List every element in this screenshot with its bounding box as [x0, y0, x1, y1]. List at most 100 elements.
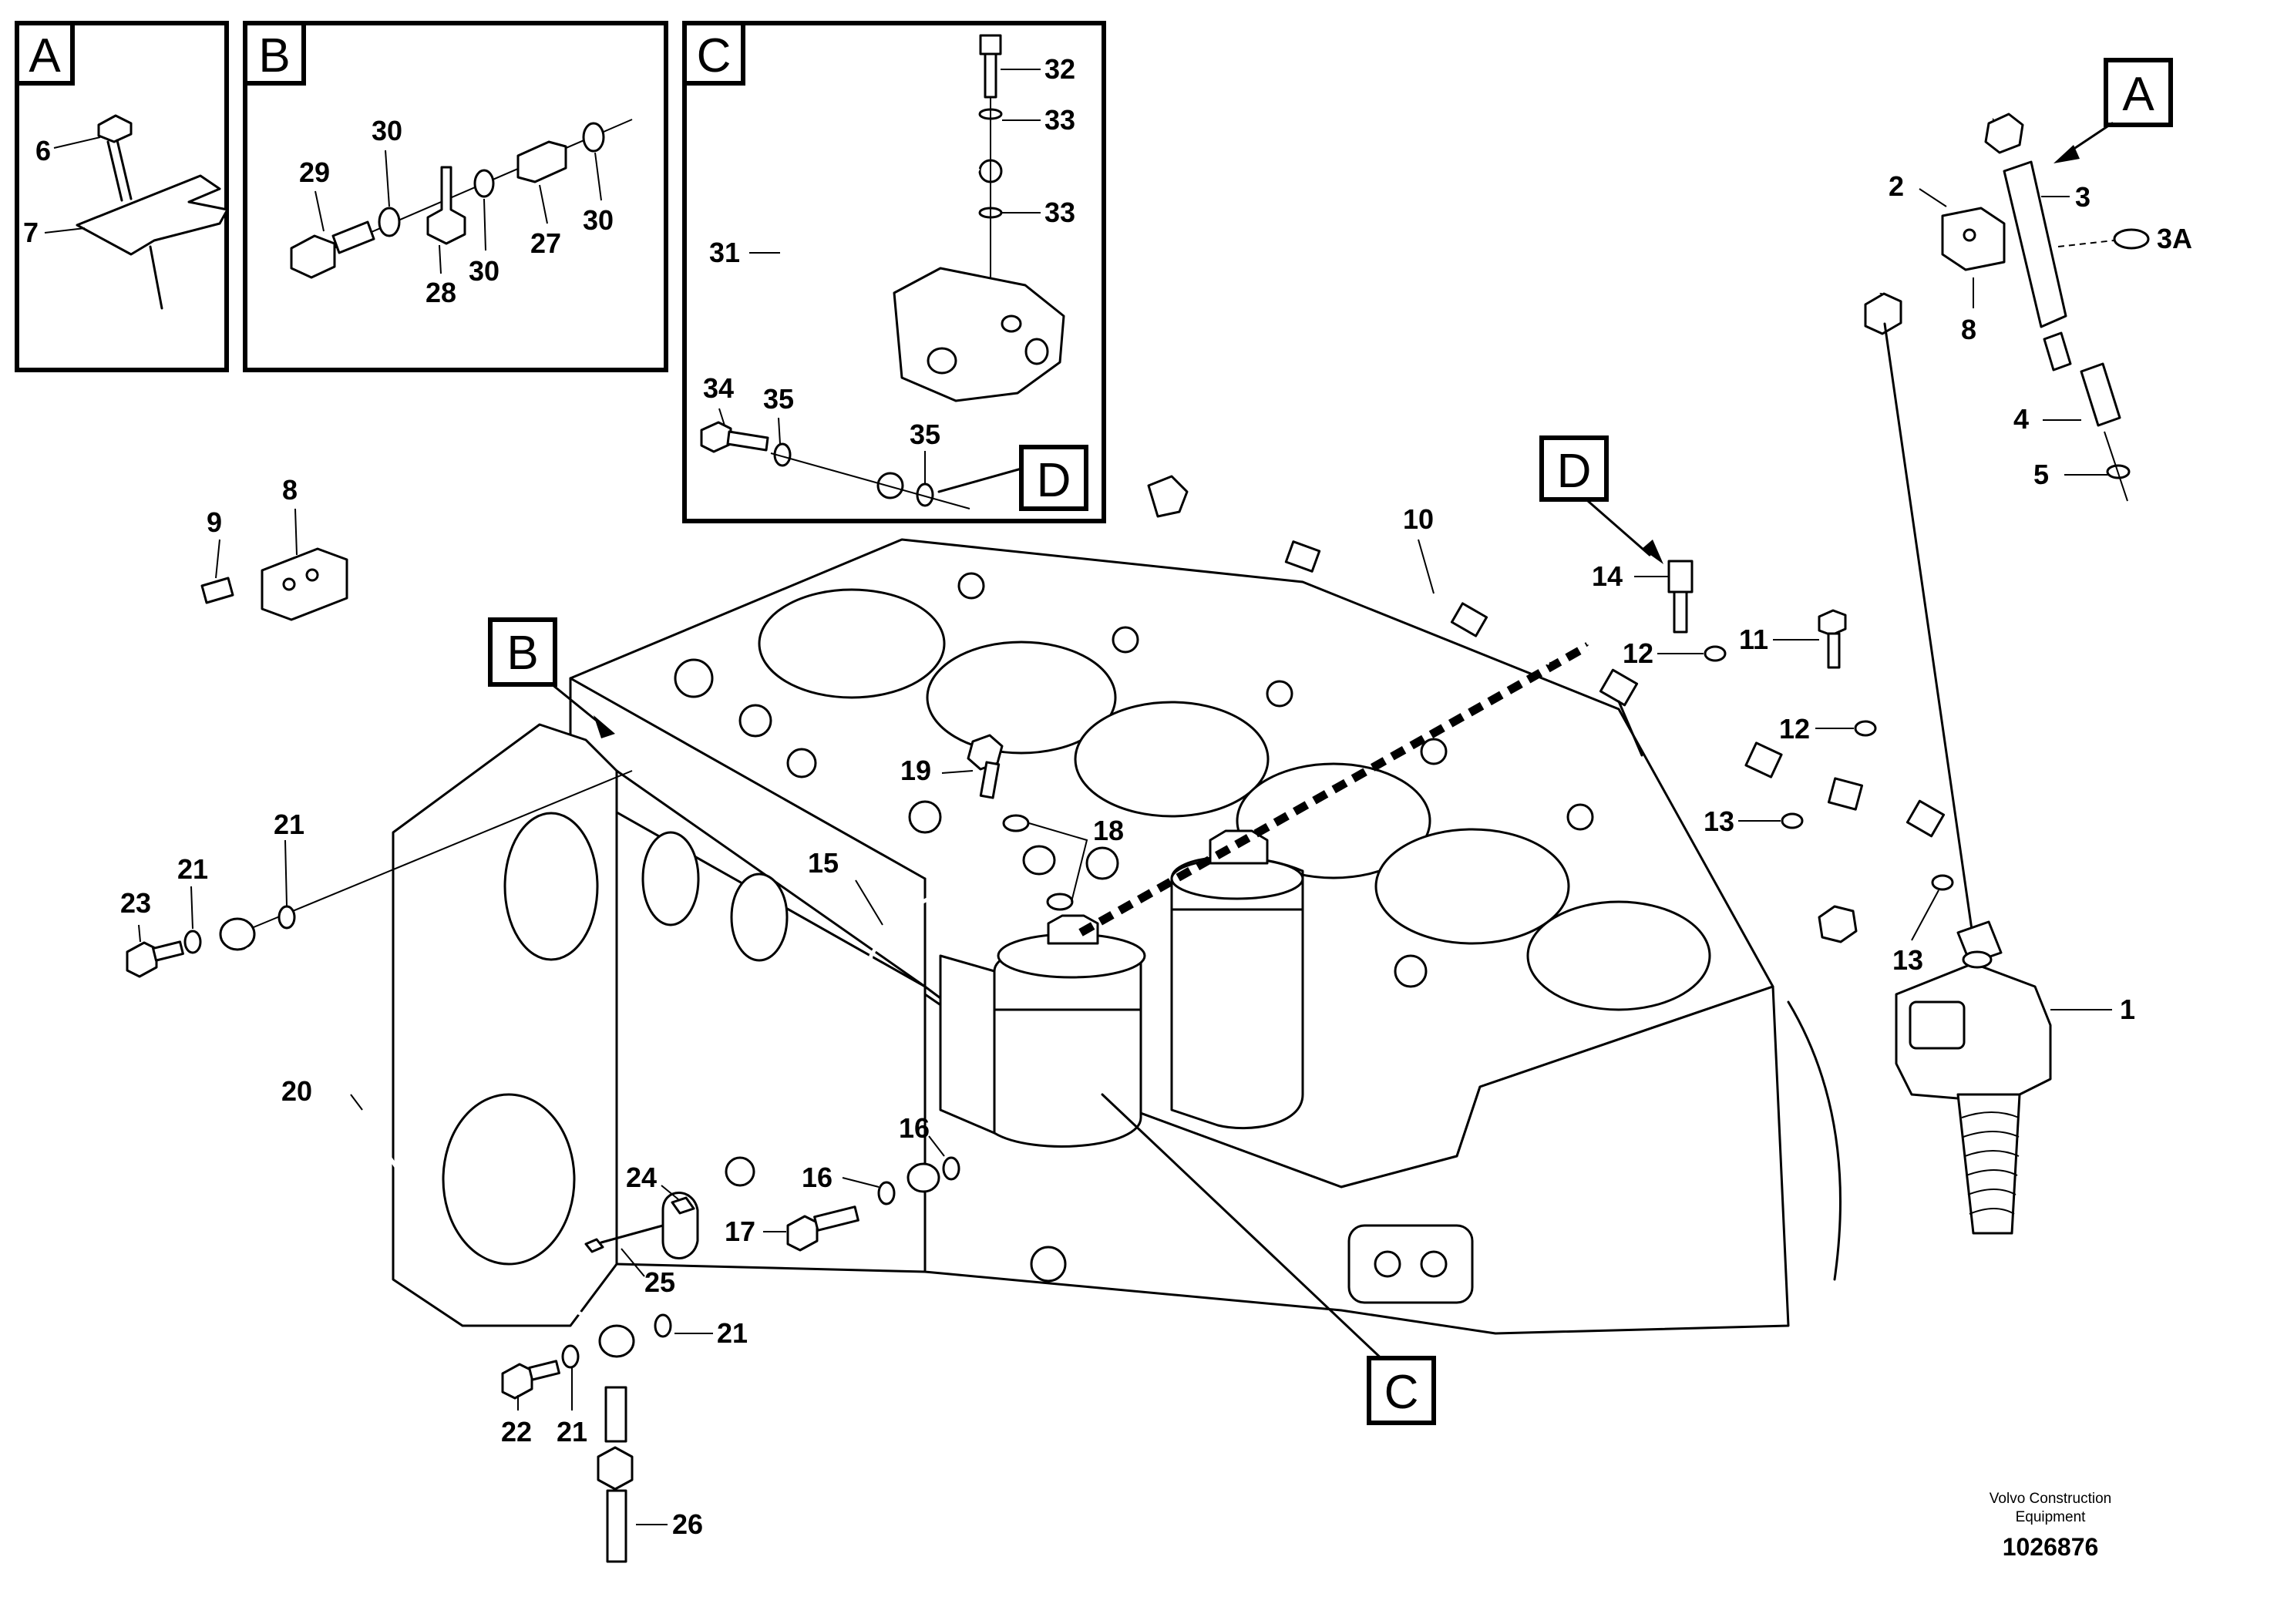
banjo-bolt-14-shank — [1673, 590, 1688, 634]
callout-22: 22 — [501, 1416, 532, 1447]
clamp-24-tab — [671, 1196, 695, 1215]
callout-28: 28 — [426, 277, 456, 308]
engine-block — [392, 538, 1842, 1335]
deck-hole — [1420, 738, 1448, 765]
leader-34 — [718, 408, 725, 426]
rail-clamp — [1599, 668, 1639, 707]
view-marker-c-box — [1367, 1356, 1436, 1425]
clip-7 — [76, 174, 229, 256]
callout-8a: 8 — [1961, 314, 1976, 345]
leader-30b — [483, 198, 486, 251]
callout-25: 25 — [644, 1266, 675, 1298]
inset-b: B 29 30 28 30 27 30 — [243, 21, 668, 372]
leader-19 — [941, 770, 974, 774]
view-marker-d: D — [1539, 435, 1663, 564]
spring-coil — [1961, 1111, 2020, 1215]
bolt-23-shank — [152, 940, 184, 962]
callout-33b: 33 — [1044, 197, 1075, 228]
leader-7 — [44, 227, 86, 234]
callout-32: 32 — [1044, 53, 1075, 85]
callout-13a: 13 — [1704, 805, 1734, 837]
filter-rear-cap — [1170, 857, 1304, 900]
leader-8b — [294, 508, 298, 556]
inset-a: A 6 7 — [15, 21, 229, 372]
filter-bracket — [939, 954, 996, 1135]
injector-3-tip — [2043, 331, 2072, 372]
rail-clamp — [1744, 741, 1783, 778]
bore-2 — [926, 641, 1117, 755]
bolt-17-shank — [813, 1205, 859, 1232]
bracket-hole — [305, 568, 319, 582]
inset-c-tag — [682, 21, 745, 86]
bore-4 — [1236, 762, 1431, 879]
callout-5: 5 — [2033, 459, 2049, 490]
leader-13b — [1911, 889, 1939, 941]
deck-hole — [1394, 954, 1428, 988]
view-marker-b-box — [488, 617, 557, 687]
unit-pump-1: 1 — [1895, 920, 2135, 1235]
leader-21b — [284, 839, 288, 906]
washer-30a — [378, 207, 401, 237]
callout-21d: 21 — [557, 1416, 587, 1447]
callout-20: 20 — [281, 1075, 312, 1107]
leader-35a — [778, 417, 781, 445]
leader-28 — [439, 244, 442, 274]
callout-6: 6 — [35, 135, 51, 166]
part-14: 14 — [1592, 560, 1694, 634]
bolt-32-shank — [984, 52, 997, 99]
filter-canister-rear — [1170, 856, 1304, 1130]
callout-11: 11 — [1739, 624, 1768, 655]
bolt-6-head — [97, 114, 133, 143]
callout-21b: 21 — [274, 809, 304, 840]
bracket-hole — [282, 577, 296, 591]
view-marker-b-arrow — [594, 715, 615, 738]
callout-3a: 3A — [2157, 223, 2192, 254]
block-right-edge — [1787, 1000, 1842, 1281]
callout-9: 9 — [207, 506, 222, 538]
seal-3a — [2113, 228, 2150, 250]
pump-connector — [1909, 1000, 1966, 1050]
deck-hole — [908, 800, 942, 834]
callout-17: 17 — [725, 1215, 755, 1247]
deck-hole — [957, 572, 985, 600]
callout-4: 4 — [2013, 403, 2029, 435]
washer-21a — [183, 930, 202, 954]
leader-6 — [53, 136, 101, 149]
deck-hole — [1085, 846, 1119, 880]
callout-31: 31 — [709, 237, 740, 268]
callout-21c: 21 — [717, 1317, 748, 1349]
filter-head-port-2 — [1024, 338, 1049, 365]
bore-3 — [1074, 701, 1270, 818]
leader-27 — [539, 184, 548, 224]
leader-30a — [385, 150, 390, 207]
pipe-15 — [846, 853, 1030, 1182]
footer: Volvo Construction Equipment 1026876 — [1990, 1491, 2111, 1561]
deck-hole — [786, 748, 817, 778]
injector-pipe-nut — [1984, 113, 2024, 154]
bore-1 — [758, 588, 946, 699]
callout-8b: 8 — [282, 474, 298, 506]
view-marker-a-arrow — [2054, 145, 2080, 163]
return-pipe-15: 18 19 15 16 16 17 — [725, 734, 1124, 1252]
callout-2: 2 — [1889, 170, 1904, 202]
inset-a-tag — [15, 21, 75, 86]
washer-21b — [278, 905, 296, 930]
parts-24-25: 24 25 — [584, 1162, 699, 1298]
callout-15: 15 — [808, 847, 839, 879]
inset-c-axis-2 — [770, 452, 970, 509]
pipe-10 — [1155, 491, 1550, 665]
block-side-bore-2 — [730, 873, 789, 962]
callout-30b: 30 — [469, 255, 500, 287]
fitting-26-shank — [606, 1489, 627, 1563]
rail-clamp — [1906, 799, 1946, 838]
inset-a-tag-text: A — [29, 29, 61, 82]
pump-spring-coils — [1961, 1111, 2020, 1215]
cover-bolt — [1374, 1250, 1401, 1278]
bolt-19-shank — [979, 761, 1001, 799]
leader-2 — [1919, 188, 1947, 207]
callout-23: 23 — [120, 887, 151, 919]
ref-d-arrow-line — [937, 467, 1023, 493]
callout-34: 34 — [703, 372, 734, 404]
rail-clamp — [1827, 777, 1864, 811]
injector-3 — [2003, 160, 2067, 328]
